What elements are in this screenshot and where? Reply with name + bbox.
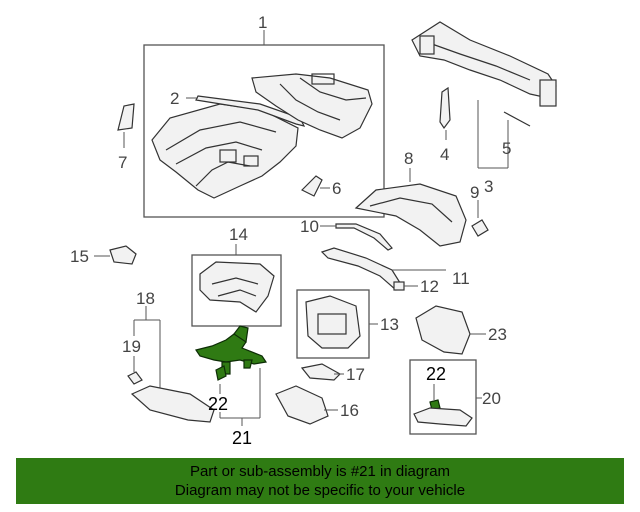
callout-15[interactable]: 15 — [70, 247, 89, 266]
callout-20[interactable]: 20 — [482, 389, 501, 408]
callout-5[interactable]: 5 — [502, 139, 511, 158]
air-duct — [251, 73, 373, 139]
clip-12 — [393, 281, 405, 291]
callout-23[interactable]: 23 — [488, 325, 507, 344]
latch-19 — [127, 371, 143, 385]
highlighted-part-21[interactable] — [195, 325, 268, 375]
assembly-20-frame — [409, 359, 477, 435]
steering-hanger-beam — [411, 21, 557, 107]
callout-13[interactable]: 13 — [380, 315, 399, 334]
switch-15 — [109, 245, 137, 265]
side-panel-23 — [415, 305, 471, 355]
strip-17 — [300, 363, 341, 381]
callout-6[interactable]: 6 — [332, 179, 341, 198]
garnish-11 — [320, 247, 403, 291]
callout-10[interactable]: 10 — [300, 217, 319, 236]
banner-line-2: Diagram may not be specific to your vehi… — [174, 482, 466, 499]
callout-9[interactable]: 9 — [470, 183, 479, 202]
callout-1[interactable]: 1 — [258, 13, 267, 32]
glove-box — [130, 385, 215, 423]
callout-12[interactable]: 12 — [420, 277, 439, 296]
info-banner: Part or sub-assembly is #21 in diagram D… — [16, 458, 624, 504]
bracket-6 — [300, 175, 323, 197]
bolt-22-right — [429, 399, 441, 411]
callout-3[interactable]: 3 — [484, 177, 493, 196]
clip-9 — [471, 219, 489, 237]
callout-19[interactable]: 19 — [122, 337, 141, 356]
compartment-16 — [275, 385, 329, 425]
callout-21[interactable]: 21 — [232, 428, 252, 448]
brace-4 — [439, 86, 451, 130]
side-bracket-7 — [117, 103, 135, 131]
instrument-cluster-panel — [199, 261, 275, 313]
callout-8[interactable]: 8 — [404, 149, 413, 168]
callout-7[interactable]: 7 — [118, 153, 127, 172]
callout-22-right[interactable]: 22 — [426, 364, 446, 384]
dashboard-panel — [151, 103, 299, 199]
callout-14[interactable]: 14 — [229, 225, 248, 244]
meter-visor — [354, 183, 467, 247]
callout-4[interactable]: 4 — [440, 145, 449, 164]
bolt-22-left — [215, 365, 227, 381]
defroster-strip — [195, 95, 306, 127]
callout-17[interactable]: 17 — [346, 365, 365, 384]
callout-11[interactable]: 11 — [452, 269, 470, 288]
callout-16[interactable]: 16 — [340, 401, 359, 420]
trim-strip-10 — [335, 223, 393, 251]
center-panel — [305, 295, 361, 349]
callout-18[interactable]: 18 — [136, 289, 155, 308]
callout-2[interactable]: 2 — [170, 89, 179, 108]
callout-22-left[interactable]: 22 — [208, 394, 228, 414]
bracket-assembly-20 — [413, 407, 473, 427]
banner-line-1: Part or sub-assembly is #21 in diagram — [189, 463, 451, 480]
rod-5 — [503, 111, 531, 127]
